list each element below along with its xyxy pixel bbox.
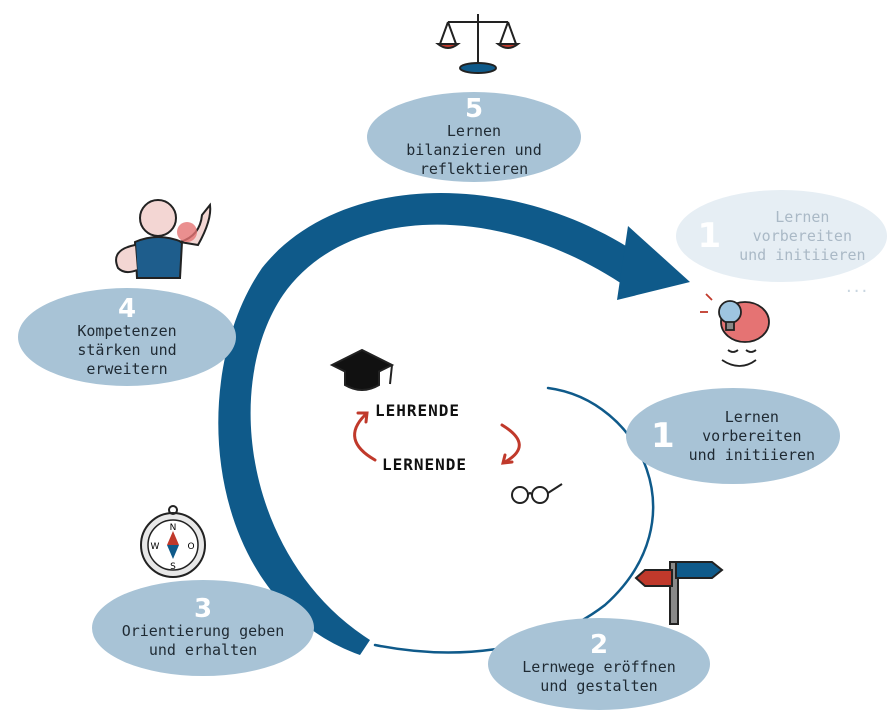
compass-letter-s: S <box>170 562 176 572</box>
stage-1-number: 1 <box>650 416 675 456</box>
stage-2-number: 2 <box>589 630 609 660</box>
stage-1-ghost-number: 1 <box>697 216 722 256</box>
scales-icon <box>435 14 521 74</box>
cycle-arrow-body <box>218 192 650 655</box>
stage-1-ghost-ellipse: 1 Lernen vorbereiten und initiieren <box>676 190 887 282</box>
stage-4-label: Kompetenzen stärken und erweitern <box>77 321 177 378</box>
lehrende-label: LEHRENDE <box>375 401 461 420</box>
glasses-icon <box>511 483 563 504</box>
flexing-person-icon <box>115 199 212 279</box>
cycle-arrows-icon <box>353 411 521 465</box>
brain-lightbulb-icon <box>700 293 770 367</box>
cycle-arrow-head <box>617 226 690 300</box>
continuation-dots: ... <box>846 276 870 297</box>
stage-4-ellipse: 4 Kompetenzen stärken und erweitern <box>18 288 236 386</box>
cycle-thin-line <box>373 386 655 654</box>
compass-letter-n: N <box>170 523 177 533</box>
stage-5-label: Lernen bilanzieren und reflektieren <box>406 121 542 178</box>
stage-2-label: Lernwege eröffnen und gestalten <box>522 658 676 695</box>
stage-5-number: 5 <box>464 93 484 124</box>
stage-1-ellipse: 1 Lernen vorbereiten und initiieren <box>626 388 840 484</box>
lernende-label: LERNENDE <box>382 455 468 474</box>
stage-1-label: Lernen vorbereiten und initiieren <box>688 407 816 464</box>
stage-3-ellipse: 3 Orientierung geben und erhalten <box>92 580 314 676</box>
stage-5-ellipse: 5 Lernen bilanzieren und reflektieren <box>367 92 581 182</box>
stage-4-number: 4 <box>117 293 137 324</box>
stage-3-number: 3 <box>193 594 213 624</box>
compass-letter-w: W <box>151 542 160 552</box>
graduation-cap-icon <box>329 348 395 391</box>
stage-3-label: Orientierung geben und erhalten <box>121 622 285 659</box>
compass-icon: N O S W <box>140 505 206 578</box>
stage-2-ellipse: 2 Lernwege eröffnen und gestalten <box>488 618 710 710</box>
stage-1-ghost-label: Lernen vorbereiten und initiieren <box>739 207 866 264</box>
signpost-icon <box>634 561 724 625</box>
compass-letter-o: O <box>187 542 194 552</box>
